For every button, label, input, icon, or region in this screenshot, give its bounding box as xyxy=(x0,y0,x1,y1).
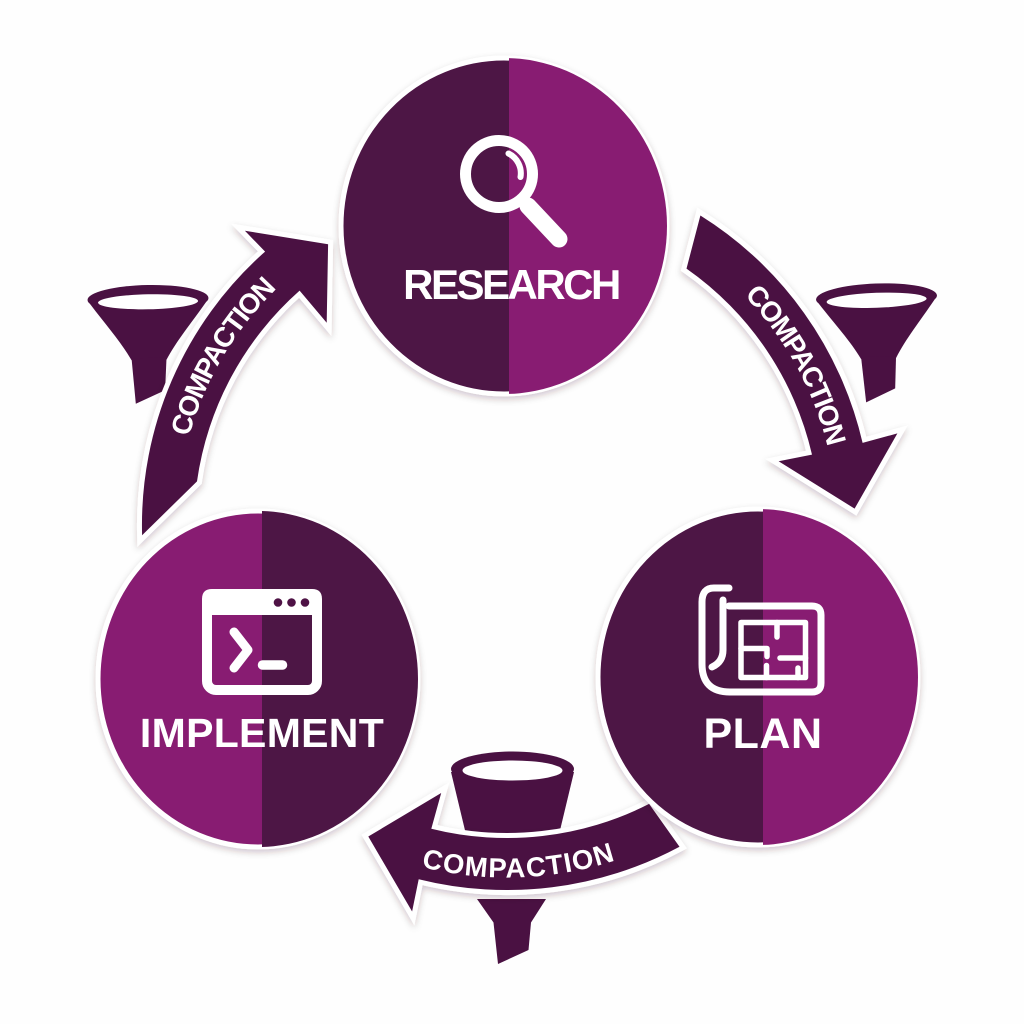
svg-text:IMPLEMENT: IMPLEMENT xyxy=(140,710,384,756)
svg-text:PLAN: PLAN xyxy=(703,710,822,758)
svg-text:RESEARCH: RESEARCH xyxy=(403,261,619,308)
